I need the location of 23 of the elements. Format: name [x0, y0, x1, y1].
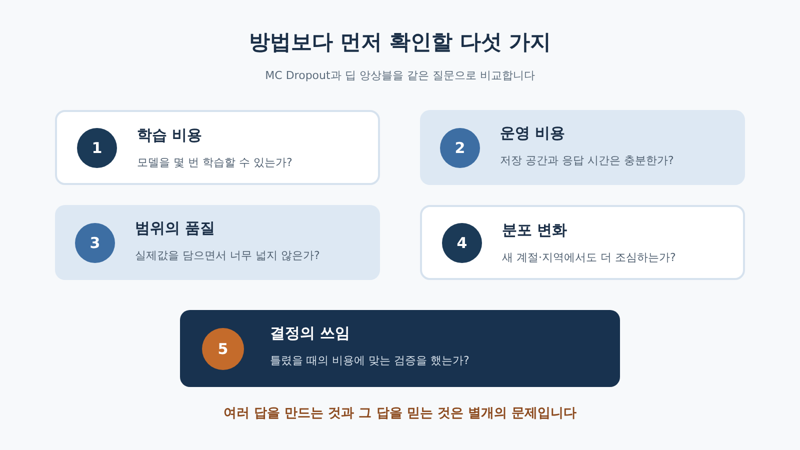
card-background: [420, 205, 745, 280]
card-background: [55, 110, 380, 185]
card-background: [55, 205, 380, 280]
card-text: 틀렸을 때의 비용에 맞는 검증을 했는가?: [270, 353, 470, 368]
card-text: 새 계절·지역에서도 더 조심하는가?: [502, 250, 676, 265]
card-heading: 학습 비용: [137, 126, 202, 145]
footer-note: 여러 답을 만드는 것과 그 답을 믿는 것은 별개의 문제입니다: [222, 405, 578, 422]
card-text: 모델을 몇 번 학습할 수 있는가?: [137, 155, 292, 170]
card-text: 저장 공간과 응답 시간은 충분한가?: [500, 153, 674, 168]
number-badge: 3: [75, 223, 115, 263]
number-badge: 1: [77, 128, 117, 168]
card-background: [420, 110, 745, 185]
number-badge: 4: [442, 223, 482, 263]
card-text: 실제값을 담으면서 너무 넓지 않은가?: [135, 248, 320, 263]
card-heading: 범위의 품질: [135, 219, 216, 238]
number-badge: 5: [202, 328, 244, 370]
card-heading: 운영 비용: [500, 124, 566, 143]
title: 방법보다 먼저 확인할 다섯 가지: [248, 29, 552, 56]
card-heading: 분포 변화: [502, 221, 568, 240]
card-heading: 결정의 쓰임: [270, 324, 350, 343]
card-background: [180, 310, 620, 387]
number-badge: 2: [440, 128, 480, 168]
subtitle: MC Dropout과 딥 앙상블을 같은 질문으로 비교합니다: [264, 68, 536, 83]
